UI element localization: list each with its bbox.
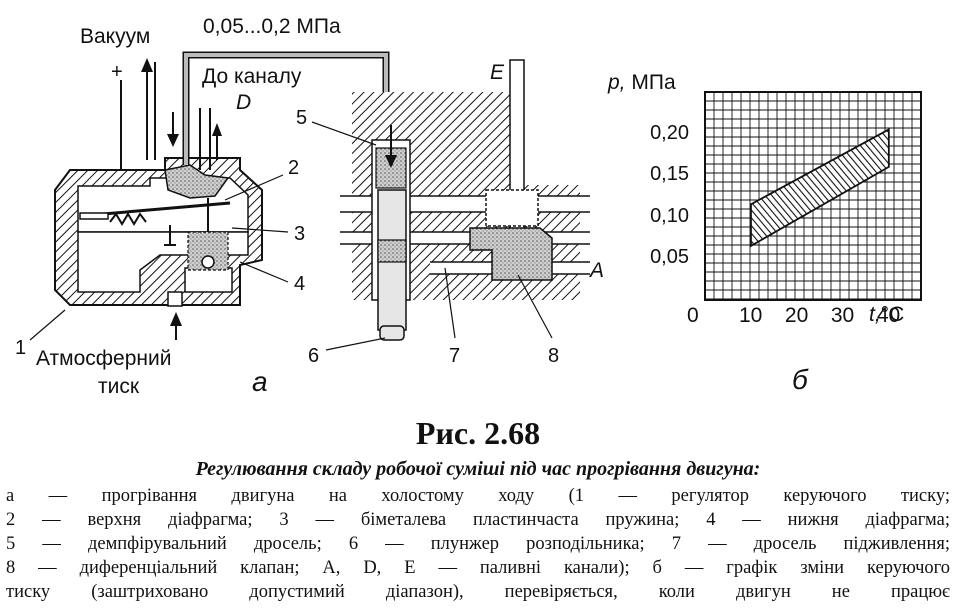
channel-d-label: D: [236, 91, 252, 114]
callout-7: 7: [449, 345, 461, 367]
vacuum-connections: [29, 51, 390, 341]
allowed-pressure-band: [750, 127, 890, 248]
caption-line: 2 — верхня діафрагма; 3 — біметалева пла…: [6, 510, 950, 530]
chart-y-tick-label: 0,20: [650, 121, 689, 144]
vacuum-label: Вакуум: [80, 25, 151, 48]
panel-a-label: а: [252, 366, 268, 397]
atmospheric-label-line2: тиск: [98, 375, 140, 398]
caption-line: 8 — диференціальний клапан; A, D, E — па…: [6, 558, 950, 578]
to-channel-label: До каналу: [202, 65, 302, 88]
caption-line: 5 — демпфірувальний дросель; 6 — плунжер…: [6, 534, 950, 554]
regulator-fuel-chamber: [164, 164, 230, 199]
callout-3: 3: [294, 223, 306, 245]
plus-label: +: [111, 61, 123, 83]
channel-a-label: A: [590, 259, 605, 282]
figure-title: Рис. 2.68: [415, 415, 541, 451]
chart-x-tick-label: 20: [784, 304, 809, 327]
callout-5: 5: [296, 107, 308, 129]
callout-1: 1: [15, 337, 27, 359]
callout-6: 6: [308, 345, 320, 367]
caption-line: а — прогрівання двигуна на холостому ход…: [6, 486, 950, 506]
chart-x-tick-label: 10: [738, 304, 763, 327]
chart-y-tick-label: 0,05: [650, 246, 689, 269]
pressure-chart: [704, 91, 922, 301]
chart-grid: [705, 92, 921, 300]
caption-line: тиску (заштриховано допустимий діапазон)…: [6, 582, 950, 602]
fuel-distributor: [311, 59, 590, 351]
differential-valve: [469, 227, 553, 281]
chart-x-tick-label: 0: [687, 304, 699, 327]
panel-b-label: б: [792, 364, 808, 395]
chart-y-tick-label: 0,15: [650, 163, 689, 186]
chart-y-axis-label: p, МПа: [608, 71, 676, 94]
callout-2: 2: [288, 157, 300, 179]
pressure-range-label: 0,05...0,2 МПа: [203, 15, 341, 38]
figure-subtitle: Регулювання складу робочої суміші під ча…: [195, 458, 761, 480]
chart-x-axis-label: t,°C: [869, 303, 905, 326]
callout-8: 8: [548, 345, 560, 367]
callout-4: 4: [294, 273, 306, 295]
chart-x-tick-label: 40: [876, 304, 901, 327]
bimetal-spring: [109, 212, 147, 226]
pressure-regulator: [54, 157, 263, 307]
chart-x-tick-label: 30: [830, 304, 855, 327]
atmospheric-label-line1: Атмосферний: [36, 347, 172, 370]
chart-y-tick-label: 0,10: [650, 204, 689, 227]
channel-e-label: E: [490, 61, 505, 84]
